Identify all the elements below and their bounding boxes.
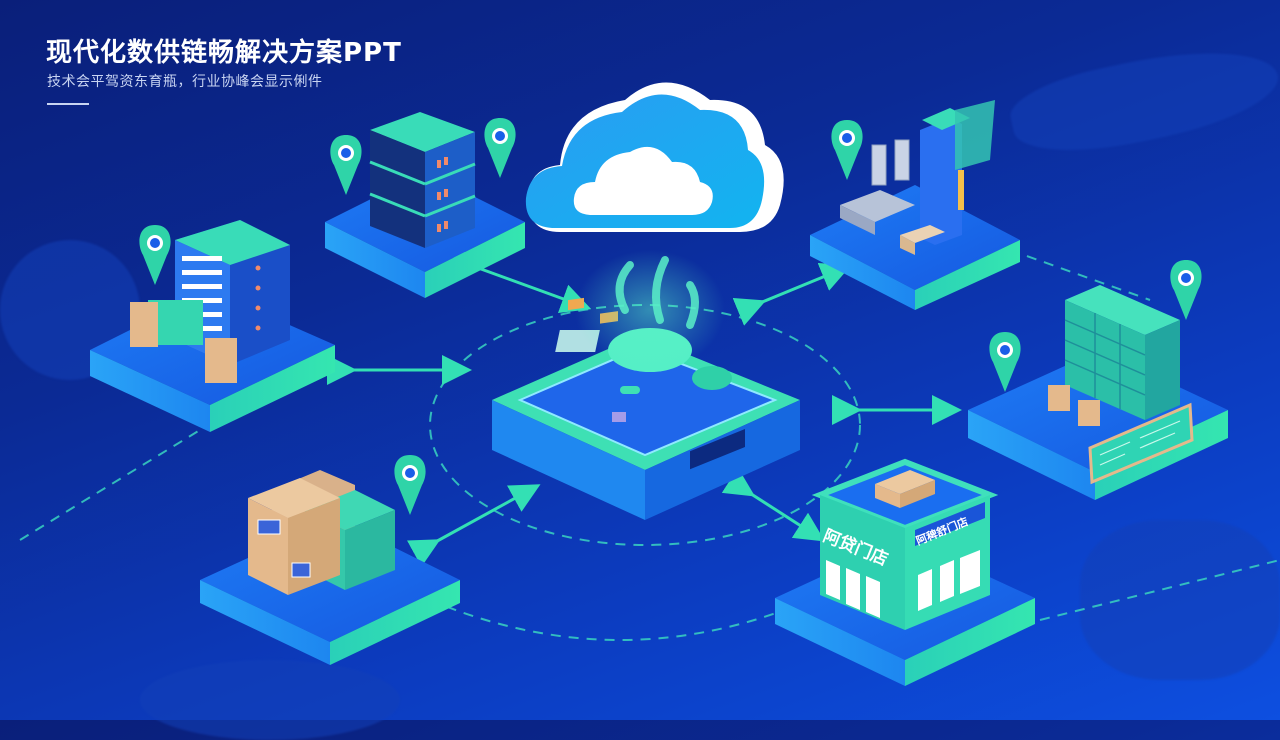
location-pin-icon — [330, 135, 362, 195]
dashed-orbit — [19, 249, 1280, 641]
package-icon — [205, 338, 237, 383]
location-pin-icon — [394, 455, 426, 515]
package-icon — [1078, 400, 1100, 426]
server-stack-node — [325, 112, 525, 298]
location-pin-icon — [831, 120, 863, 180]
packages-node — [200, 470, 460, 665]
cloud-icon — [525, 82, 784, 232]
location-pins — [139, 118, 1202, 515]
location-pin-icon — [484, 118, 516, 178]
slide-canvas: 现代化数供链畅解决方案PPT 技术会平驾资东育瓶，行业协峰会显示俐件 — [0, 32, 1280, 740]
arrow-icon — [447, 244, 592, 313]
shield-icon — [692, 366, 732, 390]
location-pin-icon — [989, 332, 1021, 392]
data-hub-platform — [492, 250, 800, 520]
location-pin-icon — [1170, 260, 1202, 320]
server-building-node — [90, 220, 335, 432]
warehouse-node — [968, 285, 1228, 500]
store-node — [775, 458, 1035, 686]
connection-arrows — [327, 244, 962, 567]
arrow-icon — [732, 262, 852, 326]
supply-chain-illustration: 阿贷门店 阿稗舒门店 — [19, 82, 1280, 686]
world-map-shape — [1080, 520, 1280, 680]
arrow-icon — [406, 484, 541, 567]
package-icon — [1048, 385, 1070, 411]
arrow-icon — [721, 467, 826, 542]
slide-subtitle: 技术会平驾资东育瓶，行业协峰会显示俐件 — [47, 74, 323, 90]
slide-title: 现代化数供链畅解决方案PPT — [46, 38, 402, 68]
package-icon — [875, 470, 935, 494]
location-pin-icon — [139, 225, 171, 285]
factory-node — [810, 100, 1020, 310]
title-underline — [47, 103, 89, 105]
